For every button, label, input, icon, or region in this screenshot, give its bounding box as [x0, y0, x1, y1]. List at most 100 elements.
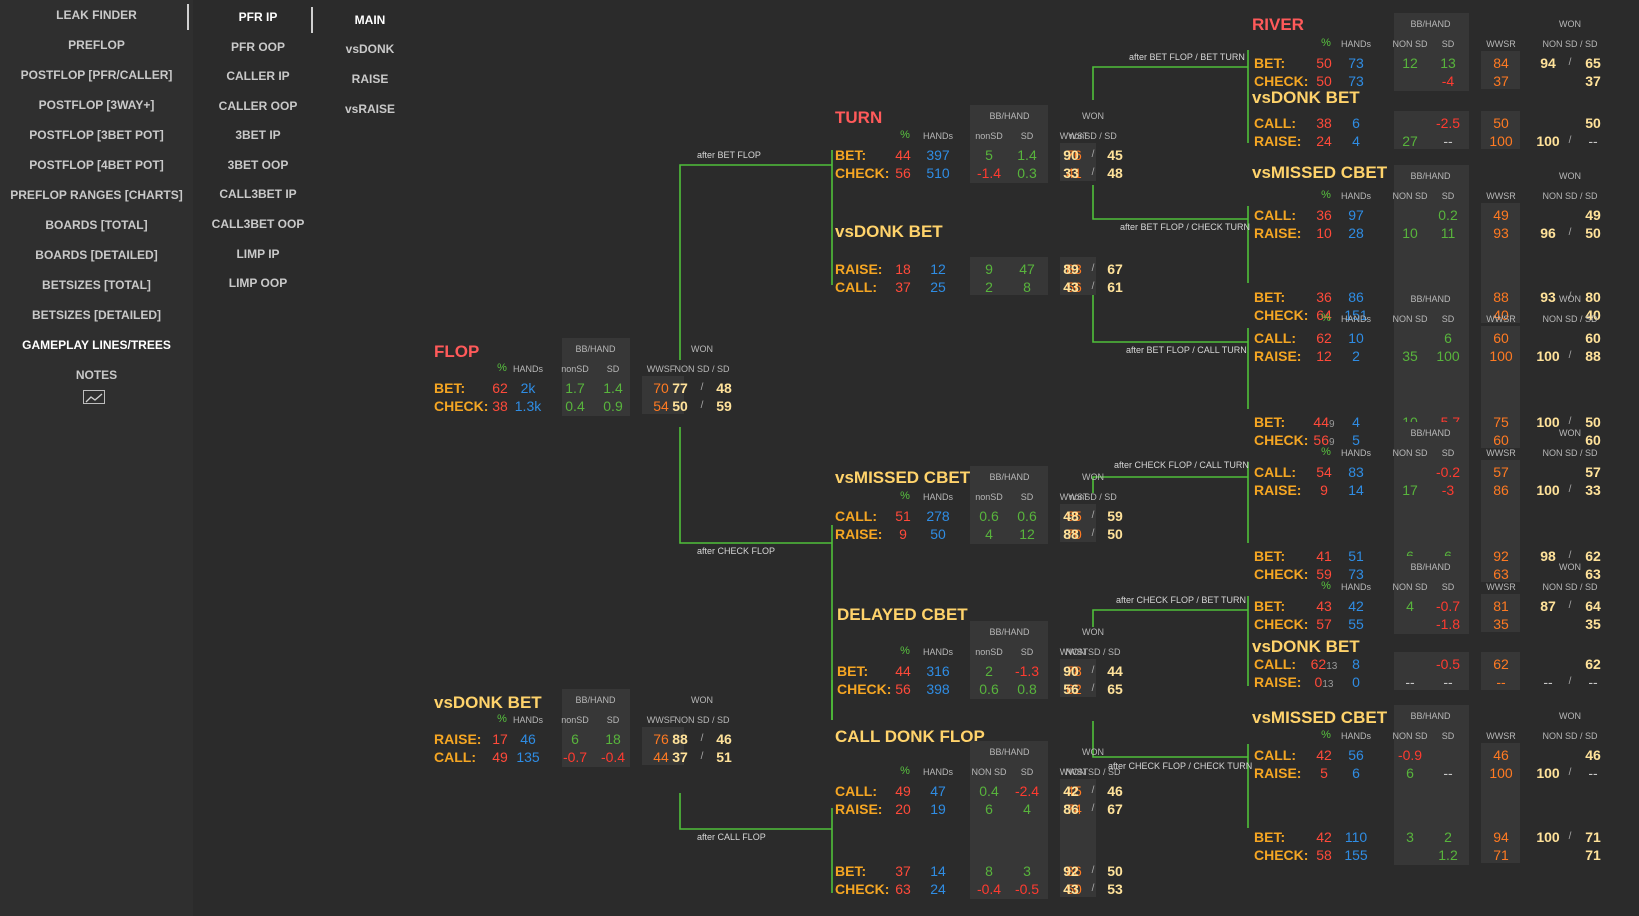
- panel-10-rows-0-label: CALL:: [1254, 330, 1296, 346]
- panel-7-rows-0-sd: 13: [1440, 55, 1456, 71]
- panel-0-rows-1-label: CHECK:: [434, 398, 489, 414]
- panel-7-rows-0-won-sd: 65: [1585, 55, 1601, 71]
- panel-4-title: vsMISSED CBET: [835, 468, 971, 487]
- edge-label-after-bet-flop: after BET FLOP: [697, 150, 761, 160]
- panel-11-rows-0-label: CALL:: [1254, 464, 1296, 480]
- panel-2-h-pct: %: [900, 129, 910, 141]
- subnav-item-caller-oop[interactable]: CALLER OOP: [218, 99, 298, 113]
- panel-10-rows2-1-pct-sub: 9: [1329, 437, 1335, 448]
- nav-item-postflop-3bet-pot[interactable]: POSTFLOP [3BET POT]: [29, 128, 164, 142]
- nav-item-notes[interactable]: NOTES: [75, 368, 118, 382]
- panel-0-rows-0-won-sd: 48: [716, 380, 732, 396]
- panel-2-rows-1-pct-value: 56: [895, 165, 911, 181]
- panel-3-rows-0-sd: 47: [1019, 261, 1035, 277]
- panel-14-rows-1-won-slash: /: [1568, 767, 1572, 778]
- sub-nav: PFR IP PFR OOP CALLER IP CALLER OOP 3BET IP 3…: [193, 0, 323, 916]
- panel-7-rows-0-hands: 73: [1348, 55, 1364, 71]
- panel-10-ww-box: [1481, 326, 1520, 448]
- panel-11-h-bbhand: BB/HAND: [1410, 428, 1451, 438]
- nav-item-leak-finder[interactable]: LEAK FINDER: [56, 8, 137, 22]
- subnav-item-pfr-oop[interactable]: PFR OOP: [230, 40, 285, 54]
- panel-6-h-ww: WWST: [1059, 767, 1089, 777]
- panel-14-h-hands: HANDs: [1340, 731, 1371, 741]
- panel-1-rows-1-sd: -0.4: [600, 749, 626, 765]
- nav-item-boards-total[interactable]: BOARDS [TOTAL]: [45, 218, 148, 232]
- panel-5-ww-box: [1060, 659, 1096, 697]
- panel-14-h-sd: SD: [1441, 731, 1455, 741]
- subnav-item-3bet-ip[interactable]: 3BET IP: [235, 128, 281, 142]
- subnav-item-3bet-oop[interactable]: 3BET OOP: [227, 158, 289, 172]
- panel-2-rows-0-pct: 44: [888, 147, 918, 163]
- panel-3-rows-1-won-sd: 61: [1107, 279, 1123, 295]
- panel-13-rows-0-sd: -0.5: [1435, 656, 1461, 672]
- panel-12-rows-0-won-slash: /: [1568, 600, 1572, 611]
- panel-7-h-pct: %: [1321, 37, 1331, 49]
- panel-12-h-wonsub: NON SD / SD: [1542, 582, 1598, 592]
- panel-10-rows-1-won-nonsd: 100: [1536, 348, 1560, 364]
- panel-11-h-hands: HANDs: [1340, 448, 1371, 458]
- panel-3-rows-1-sd: 8: [1023, 279, 1031, 295]
- subnav-item-limp-ip[interactable]: LIMP IP: [236, 247, 280, 261]
- nav-item-betsizes-total[interactable]: BETSIZES [TOTAL]: [42, 278, 151, 292]
- mode-item-main[interactable]: MAIN: [354, 13, 386, 27]
- panel-9-rows2-1-label: CHECK:: [1254, 307, 1309, 323]
- panel-12-rows-0-hands: 42: [1348, 598, 1364, 614]
- panel-6-rows2-1-pct: 63: [888, 881, 918, 897]
- panel-5-rows-0-pct: 44: [888, 663, 918, 679]
- subnav-item-pfr-ip[interactable]: PFR IP: [238, 10, 278, 24]
- panel-7-rows-1-hands: 73: [1348, 73, 1364, 89]
- panel-6-rows2-1-ww: 50: [1066, 881, 1082, 897]
- panel-11-rows-1-sd: -3: [1441, 482, 1455, 498]
- nav-item-postflop-4bet-pot[interactable]: POSTFLOP [4BET POT]: [29, 158, 164, 172]
- nav-item-postflop-pfr-caller[interactable]: POSTFLOP [PFR/CALLER]: [20, 68, 173, 82]
- panel-6-title: CALL DONK FLOP: [835, 727, 985, 746]
- subnav-item-caller-ip[interactable]: CALLER IP: [226, 69, 290, 83]
- panel-9-rows2-1-hands: 151: [1344, 307, 1368, 323]
- panel-12-ww-box: [1481, 594, 1520, 632]
- mode-item-vsdonk[interactable]: vsDONK: [345, 42, 395, 56]
- nav-item-preflop-ranges-charts[interactable]: PREFLOP RANGES [CHARTS]: [10, 188, 183, 202]
- panel-2-rows-1-hands: 510: [926, 165, 950, 181]
- panel-11-rows-0-sd: -0.2: [1435, 464, 1461, 480]
- panel-10-rows2-0-won-nonsd: 100: [1536, 414, 1560, 430]
- panel-5-h-sd: SD: [1020, 647, 1034, 657]
- panel-9-title: vsMISSED CBET: [1252, 163, 1388, 182]
- panel-12-rows-0-pct: 43: [1309, 598, 1339, 614]
- panel-13-rows-1-won-slash: /: [1568, 676, 1572, 687]
- subnav-item-call3bet-ip[interactable]: CALL3BET IP: [219, 187, 297, 201]
- mode-item-vsraise[interactable]: vsRAISE: [344, 102, 396, 116]
- panel-7-h-hands: HANDs: [1340, 39, 1371, 49]
- panel-6-rows-0-label: CALL:: [835, 783, 877, 799]
- subnav-item-limp-oop[interactable]: LIMP OOP: [228, 276, 288, 290]
- panel-9-rows-0-hands: 97: [1348, 207, 1364, 223]
- panel-4-h-sd: SD: [1020, 492, 1034, 502]
- panel-0-rows-1-pct-value: 38: [492, 398, 508, 414]
- panel-11-rows-1-won-nonsd: 100: [1536, 482, 1560, 498]
- mode-item-raise[interactable]: RAISE: [351, 72, 389, 86]
- panel-1-rows-1-won-nonsd: 37: [672, 749, 688, 765]
- panel-11-rows2-0-hands: 51: [1348, 548, 1364, 564]
- panel-4-rows-0-hands: 278: [926, 508, 950, 524]
- panel-4-rows-0-label: CALL:: [835, 508, 877, 524]
- nav-item-gameplay-lines-trees[interactable]: GAMEPLAY LINES/TREES: [22, 338, 171, 352]
- panel-9-rows-1-pct: 10: [1309, 225, 1339, 241]
- line-chart-icon[interactable]: [83, 390, 105, 404]
- panel-10-rows-0-sd: 6: [1444, 330, 1452, 346]
- panel-5-rows-0-won-slash: /: [1091, 665, 1095, 676]
- panel-5-h-nonsd: nonSD: [975, 647, 1003, 657]
- nav-item-postflop-3way[interactable]: POSTFLOP [3WAY+]: [38, 98, 155, 112]
- subnav-item-call3bet-oop[interactable]: CALL3BET OOP: [211, 217, 305, 231]
- panel-5-h-hands: HANDs: [922, 647, 953, 657]
- nav-item-boards-detailed[interactable]: BOARDS [DETAILED]: [35, 248, 158, 262]
- panel-2-rows-1-sd: 0.3: [1017, 165, 1037, 181]
- panel-1-h-ww: WWSF: [646, 715, 676, 725]
- panel-14-rows-0-won-sd: 46: [1585, 747, 1601, 763]
- panel-3-title: vsDONK BET: [835, 222, 943, 241]
- panel-0-h-bbhand: BB/HAND: [575, 344, 616, 354]
- nav-item-betsizes-detailed[interactable]: BETSIZES [DETAILED]: [31, 308, 162, 322]
- nav-item-preflop[interactable]: PREFLOP: [68, 38, 125, 52]
- panel-12-rows-1-pct: 57: [1309, 616, 1339, 632]
- panel-12-h-hands: HANDs: [1340, 582, 1371, 592]
- panel-12-rows-1-label: CHECK:: [1254, 616, 1309, 632]
